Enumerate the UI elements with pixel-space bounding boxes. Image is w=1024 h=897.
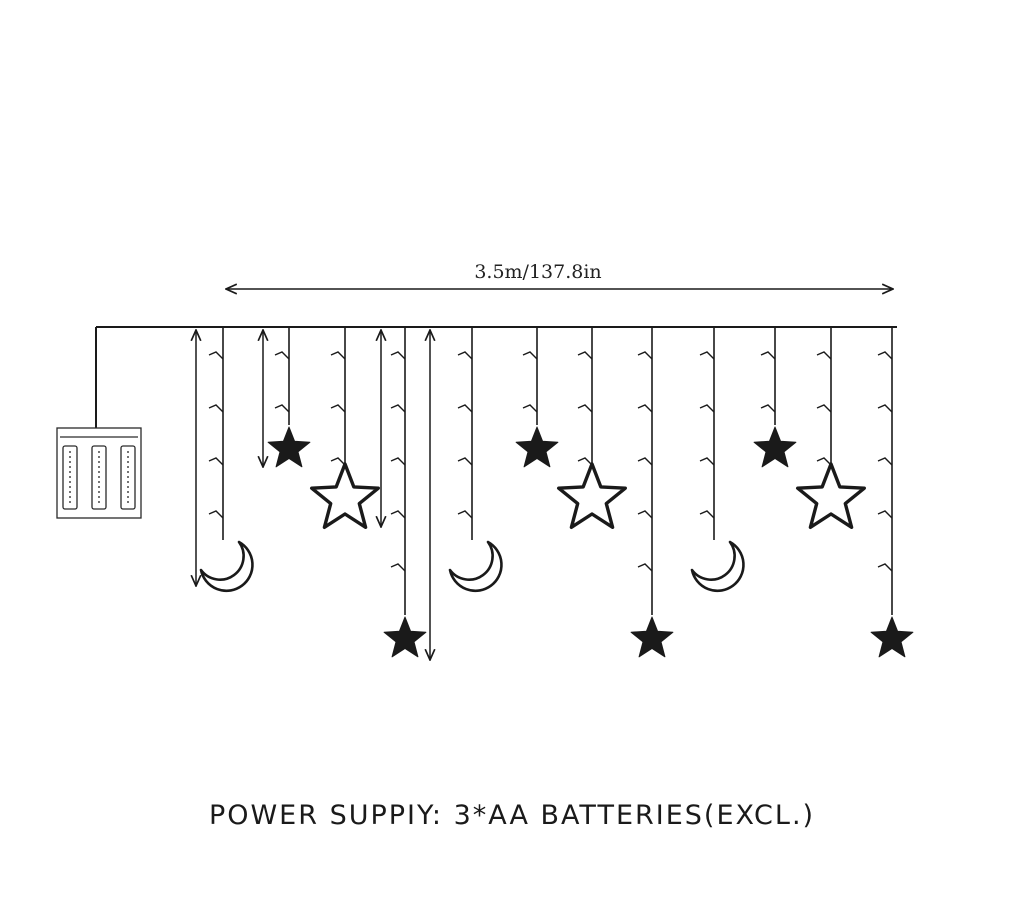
star-solid-icon <box>753 426 797 468</box>
led-bulb-mark <box>390 404 406 413</box>
battery-icon <box>91 445 107 510</box>
led-bulb-mark <box>577 351 593 360</box>
led-bulb-mark <box>274 351 290 360</box>
light-strand <box>753 327 797 468</box>
led-bulb-mark <box>699 457 715 466</box>
led-bulb-mark <box>877 404 893 413</box>
light-strand <box>557 327 627 529</box>
battery-icon <box>62 445 78 510</box>
led-bulb-mark <box>330 351 346 360</box>
light-strand <box>870 327 914 658</box>
star-outline-icon <box>557 462 627 529</box>
light-strand <box>630 327 674 658</box>
star-solid-icon <box>515 426 559 468</box>
led-bulb-mark <box>457 457 473 466</box>
led-bulb-mark <box>699 404 715 413</box>
led-bulb-mark <box>816 404 832 413</box>
led-bulb-mark <box>637 510 653 519</box>
led-bulb-mark <box>816 457 832 466</box>
led-bulb-mark <box>330 404 346 413</box>
led-bulb-mark <box>877 510 893 519</box>
star-solid-icon <box>870 616 914 658</box>
light-strands <box>199 327 914 658</box>
battery-icon <box>120 445 136 510</box>
led-bulb-mark <box>877 457 893 466</box>
light-strand <box>267 327 311 468</box>
light-strand <box>310 327 380 529</box>
star-solid-icon <box>267 426 311 468</box>
battery-box <box>56 427 142 519</box>
length-label: 3.5m/137.8in <box>474 261 601 283</box>
led-bulb-mark <box>577 404 593 413</box>
led-bulb-mark <box>390 563 406 572</box>
moon-outline-icon <box>448 540 503 593</box>
drop-length-arrows <box>196 330 430 660</box>
led-bulb-mark <box>577 457 593 466</box>
led-bulb-mark <box>457 404 473 413</box>
led-bulb-mark <box>699 351 715 360</box>
led-bulb-mark <box>522 404 538 413</box>
led-bulb-mark <box>330 457 346 466</box>
led-bulb-mark <box>637 563 653 572</box>
led-bulb-mark <box>637 351 653 360</box>
led-bulb-mark <box>274 404 290 413</box>
led-bulb-mark <box>208 351 224 360</box>
led-bulb-mark <box>877 351 893 360</box>
light-strand <box>199 327 254 593</box>
led-bulb-mark <box>208 404 224 413</box>
light-strand <box>690 327 745 593</box>
led-bulb-mark <box>760 351 776 360</box>
led-bulb-mark <box>390 510 406 519</box>
led-bulb-mark <box>390 457 406 466</box>
led-bulb-mark <box>208 510 224 519</box>
star-outline-icon <box>796 462 866 529</box>
light-strand <box>515 327 559 468</box>
light-strand <box>383 327 427 658</box>
led-bulb-mark <box>816 351 832 360</box>
star-outline-icon <box>310 462 380 529</box>
moon-outline-icon <box>199 540 254 593</box>
led-bulb-mark <box>760 404 776 413</box>
power-supply-label: POWER SUPPIY: 3*AA BATTERIES(EXCL.) <box>208 800 816 831</box>
led-bulb-mark <box>457 351 473 360</box>
led-bulb-mark <box>457 510 473 519</box>
light-strand <box>796 327 866 529</box>
main-wire <box>95 326 897 428</box>
light-strand <box>448 327 503 593</box>
moon-outline-icon <box>690 540 745 593</box>
led-bulb-mark <box>208 457 224 466</box>
led-bulb-mark <box>637 457 653 466</box>
led-bulb-mark <box>637 404 653 413</box>
star-solid-icon <box>383 616 427 658</box>
led-bulb-mark <box>390 351 406 360</box>
star-solid-icon <box>630 616 674 658</box>
led-bulb-mark <box>699 510 715 519</box>
led-bulb-mark <box>522 351 538 360</box>
led-bulb-mark <box>877 563 893 572</box>
